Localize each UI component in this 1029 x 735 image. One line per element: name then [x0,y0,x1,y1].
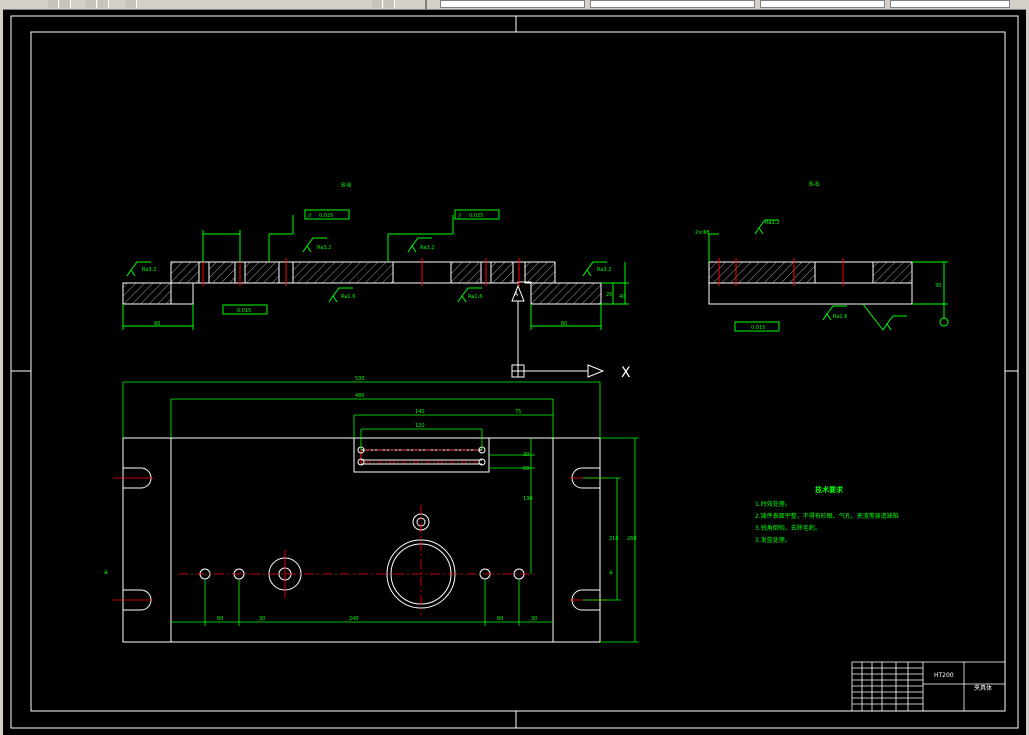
cad-drawing: B-B 80 80 20 40 [10,15,1019,729]
svg-text:0.015: 0.015 [751,325,765,331]
layer-dropdown[interactable] [440,0,585,8]
svg-text:60: 60 [217,616,223,622]
svg-text:240: 240 [349,616,359,622]
svg-text:80: 80 [561,321,567,327]
ucs-icon: A X [511,284,631,381]
svg-text:120: 120 [415,423,425,429]
linetype-dropdown[interactable] [760,0,885,8]
toolbar-button[interactable] [60,0,71,8]
note-item: 3.锐角倒钝，去除毛刺。 [755,525,821,532]
section-view-right: B-B 30 2×Φ8 0.015 Ra3.2 Ra1.6 [695,181,949,332]
toolbar-button[interactable] [98,0,109,8]
svg-text:Ra1.6: Ra1.6 [833,314,847,320]
svg-text:130: 130 [523,496,533,502]
svg-text:HT200: HT200 [934,672,954,679]
svg-text:480: 480 [355,393,365,399]
note-item: 3.发蓝处理。 [755,537,791,544]
toolbar-button[interactable] [126,0,137,8]
svg-text:0.025: 0.025 [469,213,483,219]
svg-text:2×Φ8: 2×Φ8 [695,230,710,236]
svg-text:30: 30 [935,283,941,289]
svg-text:Ra1.6: Ra1.6 [468,294,482,300]
svg-text:30: 30 [531,616,537,622]
toolbar-separator [425,0,427,9]
svg-text:Ra1.6: Ra1.6 [341,294,355,300]
plan-dimensions: 530 480 140 75 120 60 30 240 60 30 260 2… [104,376,639,643]
svg-text://: // [458,213,462,219]
lineweight-dropdown[interactable] [890,0,1010,8]
drawing-canvas[interactable]: B-B 80 80 20 40 [0,9,1029,735]
svg-text:30: 30 [259,616,265,622]
svg-text:210: 210 [609,536,619,542]
color-dropdown[interactable] [590,0,755,8]
plan-centerlines [113,449,608,615]
toolbar-button[interactable] [384,0,395,8]
svg-text:0.015: 0.015 [237,308,251,314]
toolbar-button[interactable] [372,0,383,8]
svg-text:530: 530 [355,376,365,382]
svg-text:Ra3.2: Ra3.2 [597,267,611,273]
cad-toolbar [0,0,1029,10]
svg-text:A: A [514,291,519,298]
svg-text:夹具体: 夹具体 [974,684,992,692]
svg-text:80: 80 [154,321,160,327]
outer-frame [10,15,1019,729]
svg-text:a: a [104,569,108,576]
svg-text:B-B: B-B [809,181,819,188]
svg-text:Ra3.2: Ra3.2 [420,245,434,251]
axis-x-label: X [621,365,631,381]
notes-title: 技术要求 [815,486,843,494]
toolbar-button[interactable] [48,0,59,8]
svg-text:Ra3.2: Ra3.2 [765,220,779,226]
svg-text:60: 60 [497,616,503,622]
svg-text:75: 75 [515,409,521,415]
note-item: 1.时效处理。 [755,501,791,508]
title-block: HT200 夹具体 [851,661,1006,712]
svg-text://: // [308,213,312,219]
svg-text:20: 20 [606,292,612,298]
section-label-left: B-B [341,182,351,189]
svg-text:Ra3.2: Ra3.2 [317,245,331,251]
technical-notes: 1.时效处理。 2.铸件表面平整，不得有砂眼、气孔、夹渣等铸造缺陷 3.锐角倒钝… [755,499,899,547]
svg-text:260: 260 [627,536,637,542]
svg-text:0.025: 0.025 [319,213,333,219]
svg-text:60: 60 [523,466,529,472]
svg-text:Ra3.2: Ra3.2 [142,267,156,273]
section-view-left: B-B 80 80 20 40 [122,182,629,330]
svg-text:140: 140 [415,409,425,415]
svg-text:a: a [609,569,613,576]
svg-text:40: 40 [619,294,625,300]
note-item: 2.铸件表面平整，不得有砂眼、气孔、夹渣等铸造缺陷 [755,513,899,520]
svg-text:30: 30 [523,452,529,458]
toolbar-button[interactable] [86,0,97,8]
